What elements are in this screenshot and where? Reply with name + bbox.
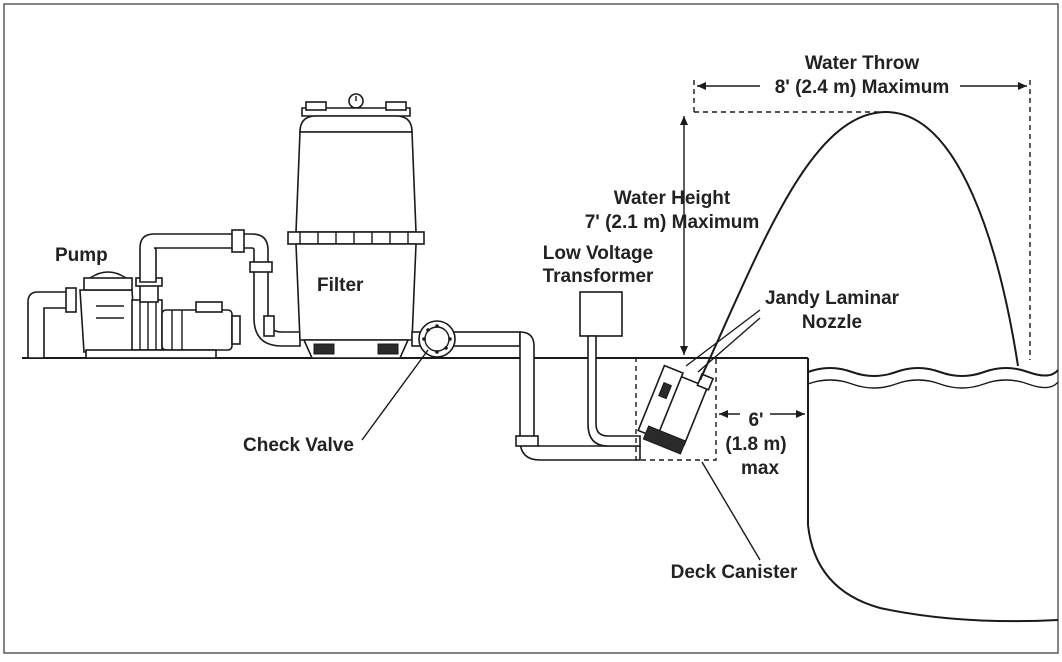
- pump: [27, 271, 241, 359]
- check-valve-label: Check Valve: [243, 435, 354, 456]
- transformer-label-line1: Low Voltage: [543, 243, 653, 264]
- transformer-label-line2: Transformer: [543, 266, 654, 287]
- distance-label-line2: (1.8 m): [725, 434, 786, 455]
- water-throw-label-line1: Water Throw: [805, 53, 920, 74]
- filter-label: Filter: [317, 275, 364, 296]
- water-height-label-line1: Water Height: [614, 188, 731, 209]
- laminar-nozzle: [637, 364, 715, 455]
- nozzle-leader-2: [685, 309, 761, 367]
- distance-label-line3: max: [741, 458, 779, 479]
- pool-wall: [807, 358, 1059, 623]
- pump-to-filter-pipe: [139, 229, 301, 347]
- distance-label-line1: 6': [748, 410, 763, 431]
- low-voltage-transformer: [579, 291, 641, 447]
- water-surface: [807, 367, 1059, 389]
- deck-canister-label: Deck Canister: [671, 562, 798, 583]
- water-throw-label-line2: 8' (2.4 m) Maximum: [775, 77, 950, 98]
- water-throw-dimension: [693, 80, 1031, 360]
- water-height-label-line2: 7' (2.1 m) Maximum: [585, 212, 760, 233]
- canister-leader: [701, 461, 761, 561]
- nozzle-label-line2: Nozzle: [802, 312, 862, 333]
- frame-border: [3, 3, 1059, 654]
- water-jet-arc: [699, 110, 1019, 381]
- check-valve-leader: [361, 349, 429, 441]
- nozzle-leader: [697, 317, 761, 373]
- check-valve: [418, 320, 456, 358]
- nozzle-label-line1: Jandy Laminar: [765, 288, 900, 309]
- deck-canister-outline: [635, 357, 717, 461]
- filter-tank: [287, 93, 425, 359]
- pump-label: Pump: [55, 245, 108, 266]
